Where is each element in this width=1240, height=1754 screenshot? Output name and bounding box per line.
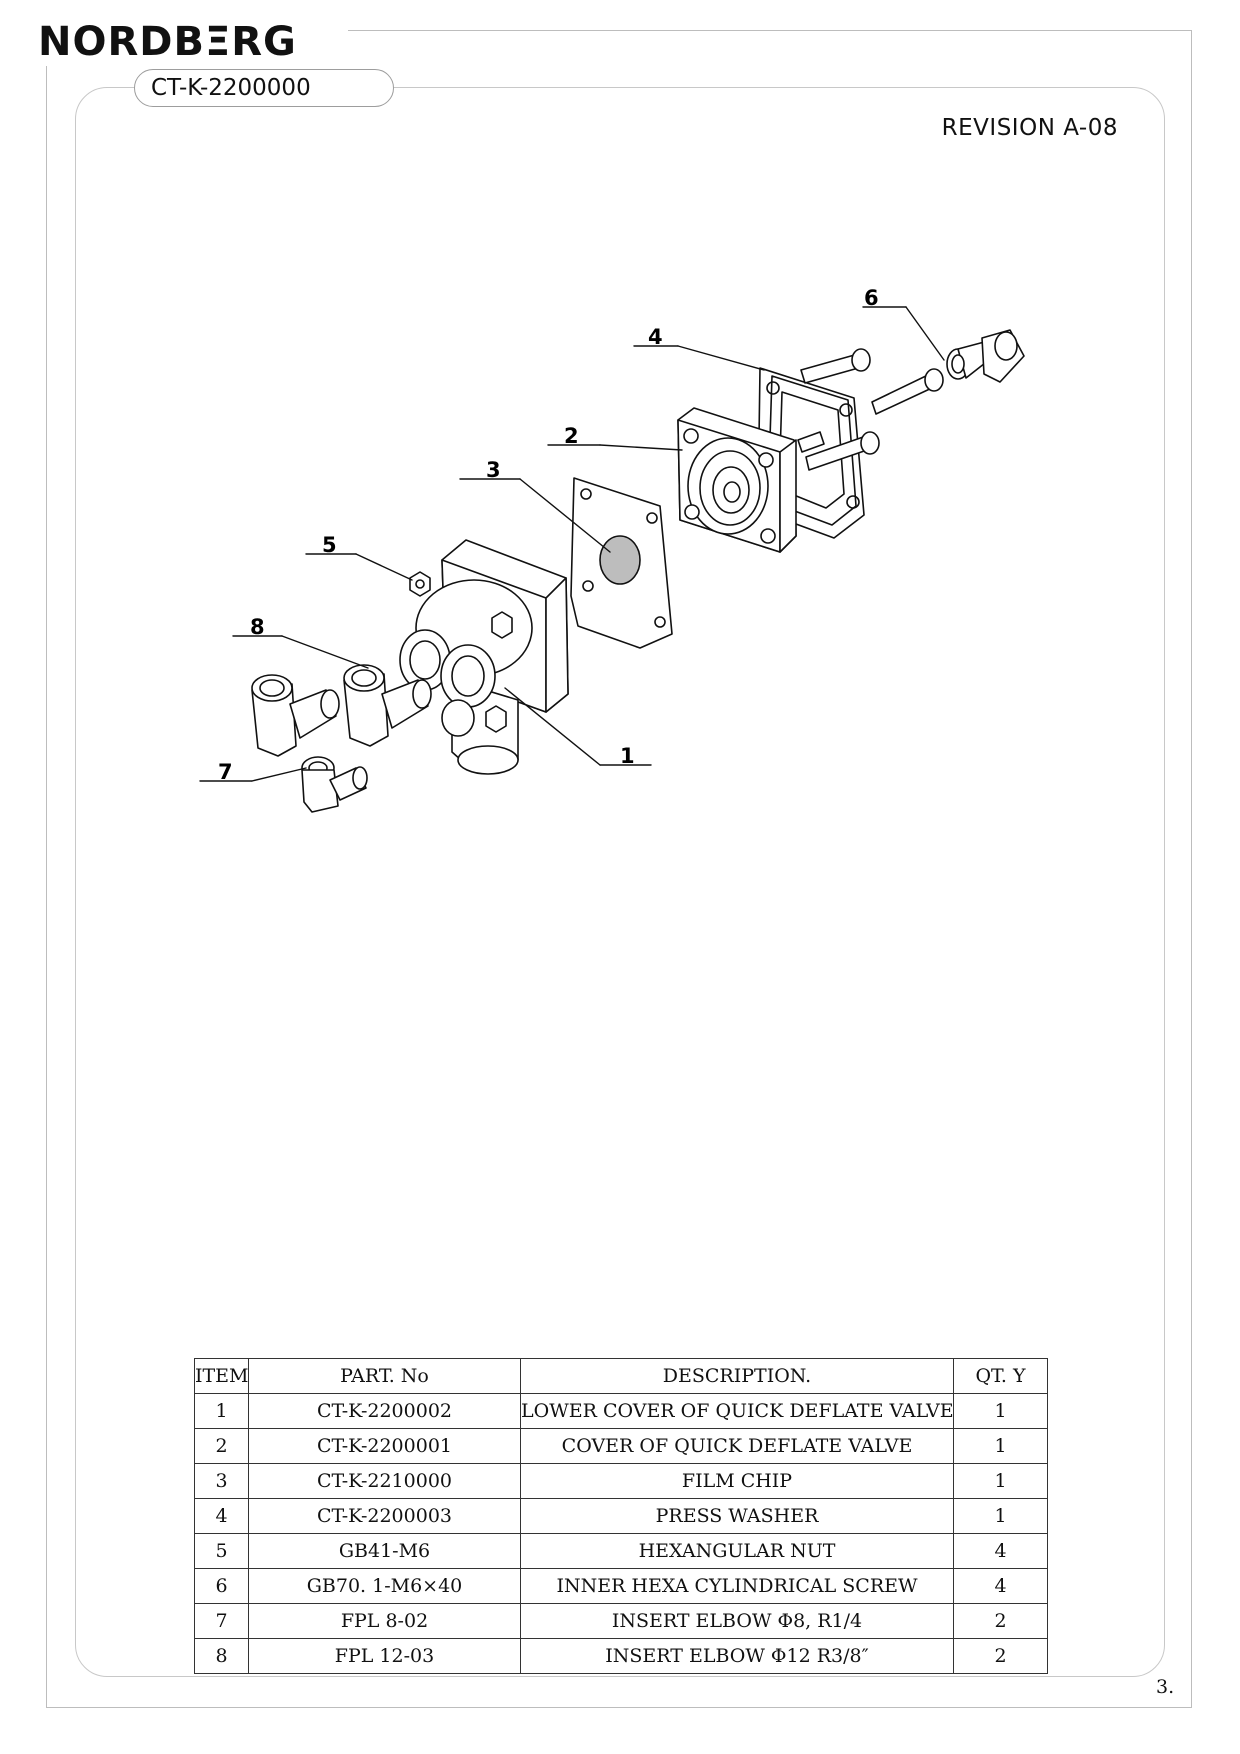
- part-film-chip: [570, 477, 673, 649]
- cell-item: 4: [194, 1498, 249, 1534]
- cell-description: COVER OF QUICK DEFLATE VALVE: [520, 1428, 954, 1464]
- model-number: CT-K-2200000: [134, 69, 394, 107]
- part-hex-nut: [409, 571, 431, 597]
- page-border: [46, 30, 1192, 1708]
- callout-8: 8: [250, 615, 265, 639]
- cell-item: 6: [194, 1568, 249, 1604]
- cell-quantity: 4: [953, 1533, 1048, 1569]
- cell-item: 2: [194, 1428, 249, 1464]
- header-quantity: QT. Y: [953, 1358, 1048, 1394]
- table-row: 5 GB41-M6 HEXANGULAR NUT 4: [194, 1533, 1048, 1569]
- cell-description: PRESS WASHER: [520, 1498, 954, 1534]
- part-elbow-12-second: [343, 664, 432, 747]
- cell-part-no: FPL 8-02: [248, 1603, 521, 1639]
- part-elbow-8: [301, 756, 368, 813]
- cell-part-no: CT-K-2210000: [248, 1463, 521, 1499]
- callout-5: 5: [322, 533, 337, 557]
- table-row: 7 FPL 8-02 INSERT ELBOW Φ8, R1/4 2: [194, 1603, 1048, 1639]
- callout-3: 3: [486, 458, 501, 482]
- part-valve-cover: [677, 407, 797, 553]
- brand-logo: NORDBΞRG: [38, 18, 348, 66]
- cell-quantity: 1: [953, 1463, 1048, 1499]
- cell-quantity: 1: [953, 1428, 1048, 1464]
- cell-item: 5: [194, 1533, 249, 1569]
- table-row: 3 CT-K-2210000 FILM CHIP 1: [194, 1463, 1048, 1499]
- cell-item: 3: [194, 1463, 249, 1499]
- table-row: 8 FPL 12-03 INSERT ELBOW Φ12 R3/8″ 2: [194, 1638, 1048, 1674]
- cell-description: FILM CHIP: [520, 1463, 954, 1499]
- callout-2: 2: [564, 424, 579, 448]
- cell-part-no: GB41-M6: [248, 1533, 521, 1569]
- callout-6: 6: [864, 286, 879, 310]
- cell-part-no: CT-K-2200003: [248, 1498, 521, 1534]
- cell-part-no: CT-K-2200002: [248, 1393, 521, 1429]
- table-row: 1 CT-K-2200002 LOWER COVER OF QUICK DEFL…: [194, 1393, 1048, 1429]
- page-number: 3.: [1156, 1676, 1175, 1698]
- cell-quantity: 1: [953, 1393, 1048, 1429]
- cell-item: 1: [194, 1393, 249, 1429]
- cell-quantity: 4: [953, 1568, 1048, 1604]
- revision-label: REVISION A-08: [941, 115, 1118, 141]
- table-row: 4 CT-K-2200003 PRESS WASHER 1: [194, 1498, 1048, 1534]
- exploded-view-drawing: 1 2 3 4 5 6 7 8: [199, 286, 1025, 813]
- cell-part-no: CT-K-2200001: [248, 1428, 521, 1464]
- cell-part-no: GB70. 1-M6×40: [248, 1568, 521, 1604]
- cell-description: INSERT ELBOW Φ12 R3/8″: [520, 1638, 954, 1674]
- cell-quantity: 1: [953, 1498, 1048, 1534]
- header-item: ITEM: [194, 1358, 249, 1394]
- cell-item: 8: [194, 1638, 249, 1674]
- callout-4: 4: [648, 325, 663, 349]
- cell-description: INSERT ELBOW Φ8, R1/4: [520, 1603, 954, 1639]
- cell-part-no: FPL 12-03: [248, 1638, 521, 1674]
- part-screws: [797, 348, 944, 471]
- table-row: 6 GB70. 1-M6×40 INNER HEXA CYLINDRICAL S…: [194, 1568, 1048, 1604]
- content-frame: [75, 87, 1165, 1677]
- part-lower-cover: [399, 539, 569, 775]
- cell-quantity: 2: [953, 1638, 1048, 1674]
- cell-description: LOWER COVER OF QUICK DEFLATE VALVE: [520, 1393, 954, 1429]
- cell-description: HEXANGULAR NUT: [520, 1533, 954, 1569]
- header-part-no: PART. No: [248, 1358, 521, 1394]
- callout-1: 1: [620, 744, 635, 768]
- table-row: 2 CT-K-2200001 COVER OF QUICK DEFLATE VA…: [194, 1428, 1048, 1464]
- part-elbow-top-right: [946, 329, 1025, 383]
- cell-description: INNER HEXA CYLINDRICAL SCREW: [520, 1568, 954, 1604]
- part-elbow-12: [251, 674, 340, 757]
- cell-quantity: 2: [953, 1603, 1048, 1639]
- cell-item: 7: [194, 1603, 249, 1639]
- leader-lines: [199, 306, 945, 782]
- header-description: DESCRIPTION.: [520, 1358, 954, 1394]
- table-header-row: ITEM PART. No DESCRIPTION. QT. Y: [194, 1358, 1048, 1394]
- parts-list-table: ITEM PART. No DESCRIPTION. QT. Y 1 CT-K-…: [194, 1358, 1048, 1674]
- callout-7: 7: [218, 760, 233, 784]
